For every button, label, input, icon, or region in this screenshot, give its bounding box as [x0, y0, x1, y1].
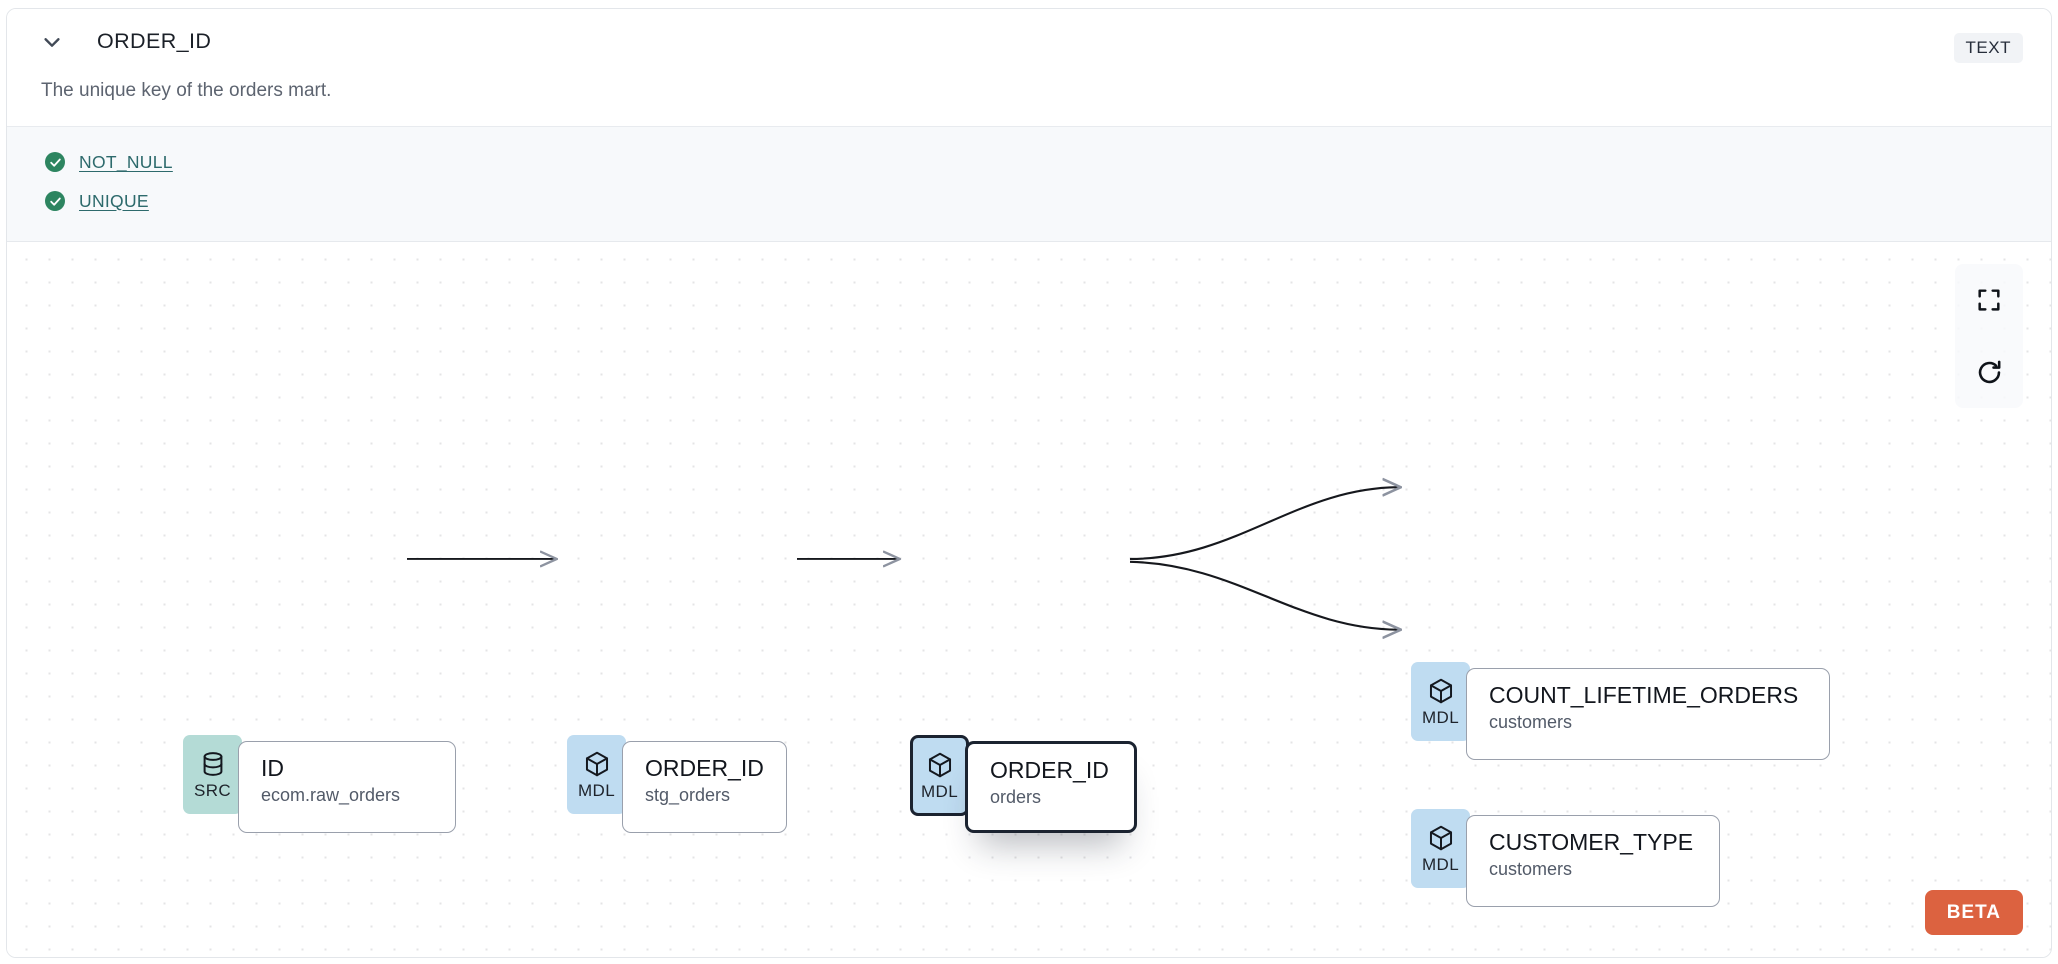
- tests-section: NOT_NULL UNIQUE: [7, 125, 2051, 242]
- data-type-badge: TEXT: [1953, 33, 2023, 63]
- node-kind-label: SRC: [193, 780, 232, 800]
- page-title: ORDER_ID: [97, 29, 212, 54]
- edge-orders-count: [1129, 487, 1400, 560]
- node-kind-label: MDL: [1421, 854, 1460, 874]
- node-parent-name: customers: [1489, 859, 1573, 880]
- database-icon: SRC: [183, 734, 242, 814]
- node-card[interactable]: ID ecom.raw_orders: [238, 740, 456, 833]
- cube-icon: MDL: [1411, 661, 1470, 741]
- node-parent-name: ecom.raw_orders: [261, 785, 401, 806]
- edge-orders-custtype: [1129, 560, 1400, 630]
- node-column-name: ID: [261, 754, 284, 781]
- check-circle-icon: [45, 191, 65, 212]
- lineage-edges: [407, 242, 2051, 957]
- panel-header: ORDER_ID TEXT The unique key of the orde…: [7, 9, 2051, 126]
- node-parent-name: orders: [990, 787, 1042, 808]
- test-link-not-null[interactable]: NOT_NULL: [79, 151, 173, 172]
- node-column-name: ORDER_ID: [990, 756, 1109, 783]
- cube-icon: MDL: [910, 734, 969, 816]
- lineage-node-src[interactable]: SRC ID ecom.raw_orders: [183, 734, 456, 833]
- column-detail-panel: ORDER_ID TEXT The unique key of the orde…: [6, 8, 2052, 958]
- test-row: NOT_NULL: [7, 143, 2051, 182]
- node-kind-label: MDL: [1421, 707, 1460, 727]
- check-circle-icon: [45, 152, 65, 173]
- test-link-unique[interactable]: UNIQUE: [79, 190, 149, 211]
- node-column-name: ORDER_ID: [645, 754, 764, 781]
- column-description: The unique key of the orders mart.: [41, 80, 332, 101]
- fit-view-icon[interactable]: [1955, 264, 2023, 336]
- lineage-node-customer-type[interactable]: MDL CUSTOMER_TYPE customers: [1411, 808, 1720, 907]
- node-kind-label: MDL: [577, 780, 616, 800]
- node-column-name: COUNT_LIFETIME_ORDERS: [1489, 681, 1799, 708]
- refresh-icon[interactable]: [1955, 336, 2023, 408]
- node-card[interactable]: COUNT_LIFETIME_ORDERS customers: [1466, 667, 1830, 760]
- node-parent-name: stg_orders: [645, 785, 731, 806]
- node-card[interactable]: ORDER_ID orders: [965, 740, 1137, 833]
- cube-icon: MDL: [1411, 808, 1470, 888]
- lineage-node-orders-selected[interactable]: MDL ORDER_ID orders: [910, 734, 1137, 833]
- node-kind-label: MDL: [920, 781, 959, 801]
- title-row: ORDER_ID: [41, 31, 2023, 53]
- lineage-node-count-lifetime-orders[interactable]: MDL COUNT_LIFETIME_ORDERS customers: [1411, 661, 1830, 760]
- canvas-controls: [1955, 263, 2023, 408]
- node-card[interactable]: ORDER_ID stg_orders: [622, 740, 787, 833]
- cube-icon: MDL: [567, 734, 626, 814]
- lineage-canvas[interactable]: SRC ID ecom.raw_orders MDL: [7, 241, 2051, 957]
- node-column-name: CUSTOMER_TYPE: [1489, 828, 1694, 855]
- test-row: UNIQUE: [7, 182, 2051, 221]
- lineage-flow: SRC ID ecom.raw_orders MDL: [7, 242, 2051, 957]
- lineage-node-stg[interactable]: MDL ORDER_ID stg_orders: [567, 734, 787, 833]
- node-card[interactable]: CUSTOMER_TYPE customers: [1466, 814, 1720, 907]
- chevron-down-icon[interactable]: [41, 31, 63, 53]
- beta-badge[interactable]: BETA: [1924, 890, 2023, 935]
- node-parent-name: customers: [1489, 712, 1573, 733]
